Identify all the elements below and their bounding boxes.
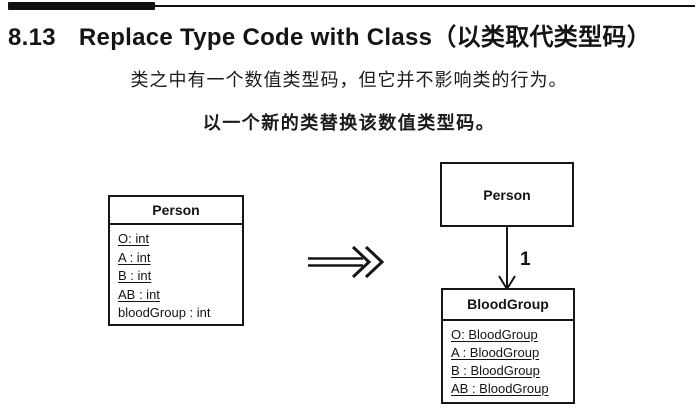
uml-attribute: O: int [118,231,150,246]
uml-class-person-after: Person [440,162,574,227]
attribute-list: O: BloodGroup A : BloodGroup B : BloodGr… [443,321,573,398]
uml-class-bloodgroup: BloodGroup O: BloodGroup A : BloodGroup … [441,288,575,404]
uml-attribute: A : int [118,249,151,265]
uml-attribute: A : BloodGroup [451,345,540,360]
uml-attribute: B : int [118,268,152,283]
section-heading: 8.13 Replace Type Code with Class（以类取代类型… [8,17,694,52]
top-rule-accent [8,2,155,10]
association-line [506,227,508,288]
uml-attribute: bloodGroup : int [118,305,211,320]
summary-text: 类之中有一个数值类型码，但它并不影响类的行为。 [130,70,568,90]
class-name: BloodGroup [443,290,573,321]
instruction-text: 以一个新的类替换该数值类型码。 [202,113,496,133]
uml-class-person-before: Person O: int A : int B : int AB : int b… [108,195,244,326]
attribute-list: O: int A : int B : int AB : int bloodGro… [110,225,242,323]
uml-attribute: AB : BloodGroup [451,381,549,396]
uml-attribute: B : BloodGroup [451,363,540,378]
multiplicity-label: 1 [520,249,531,270]
class-name: Person [483,186,531,203]
section-title: Replace Type Code with Class（以类取代类型码） [78,24,652,51]
transform-arrow-icon [308,245,385,279]
top-rule [8,5,695,7]
class-name: Person [110,197,242,225]
uml-attribute: O: BloodGroup [451,327,538,342]
section-number: 8.13 [8,24,56,51]
uml-attribute: AB : int [118,286,160,302]
